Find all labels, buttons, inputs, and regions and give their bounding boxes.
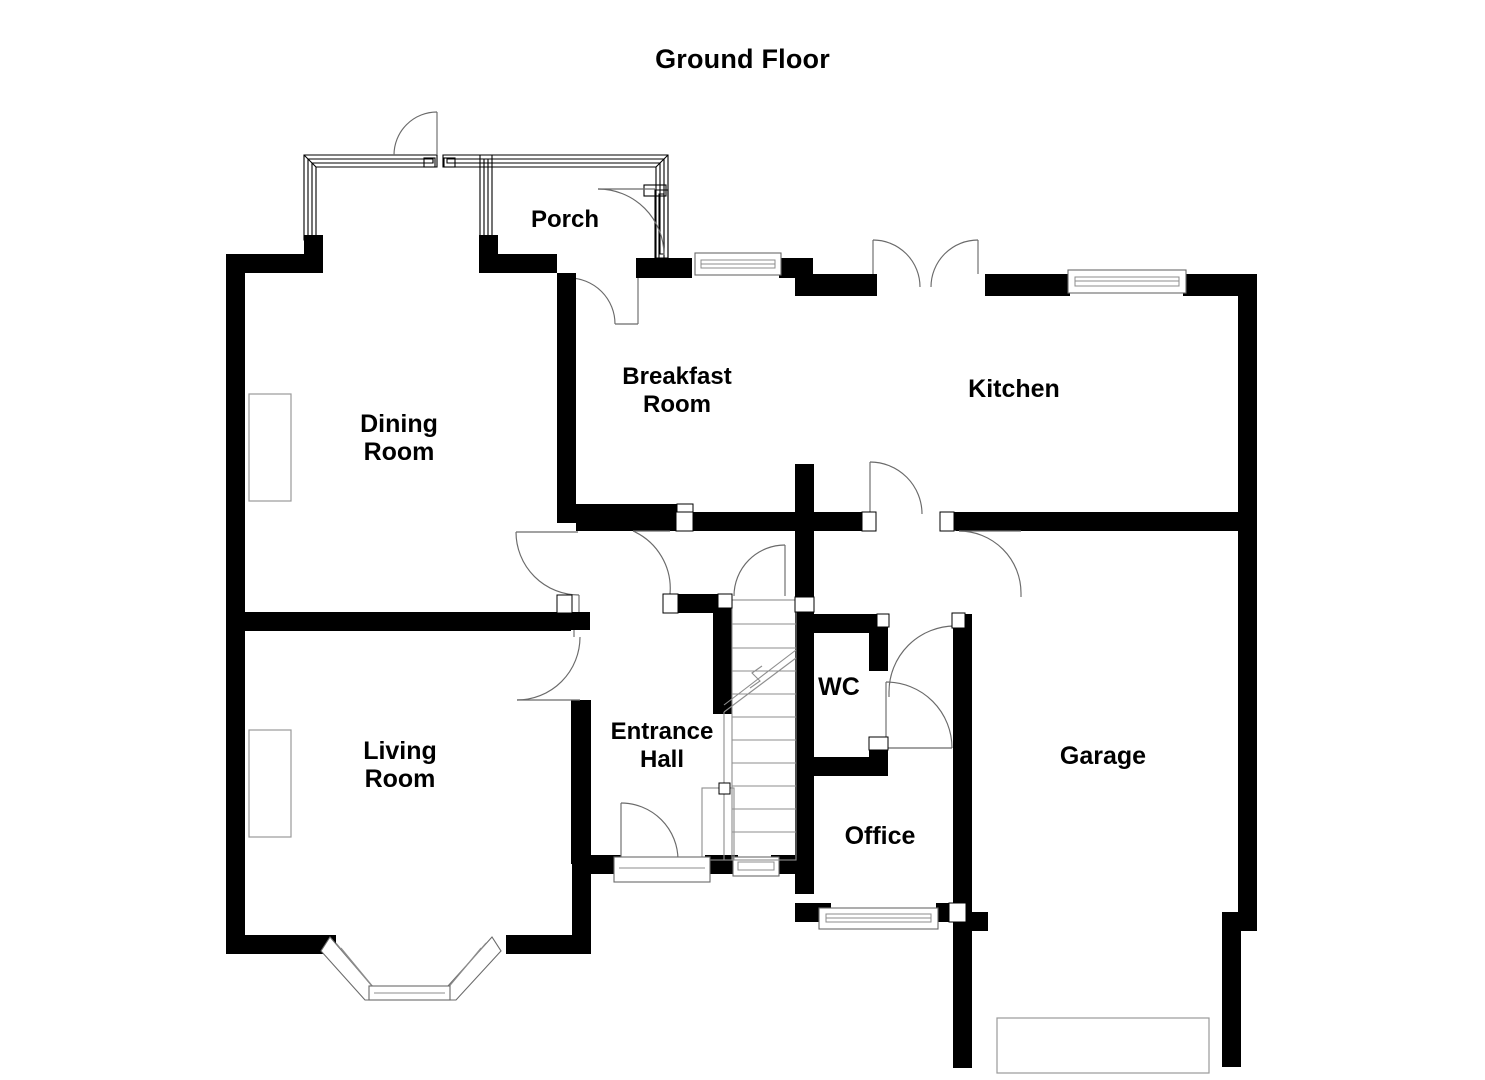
room-labels: Porch Dining Room Breakfast Room Kitchen…: [360, 206, 1146, 850]
kitchen-hall-door[interactable]: [869, 461, 923, 515]
room-label-entrance-hall-1: Entrance: [611, 718, 714, 745]
staircase: [701, 599, 797, 861]
porch-to-breakfast-door[interactable]: [568, 277, 639, 325]
living-room-bay-window: [320, 936, 502, 1001]
dining-room-door[interactable]: [515, 531, 580, 612]
office-door[interactable]: [888, 624, 957, 697]
room-label-breakfast-room-2: Room: [643, 391, 711, 418]
room-label-porch: Porch: [531, 206, 599, 233]
porch-inner-door[interactable]: [597, 188, 665, 256]
page-title: Ground Floor: [655, 44, 830, 74]
garage-door-internal[interactable]: [954, 530, 1022, 597]
living-room-door[interactable]: [516, 630, 581, 701]
room-label-living-room-2: Room: [365, 765, 436, 793]
kitchen-rear-window: [1067, 269, 1187, 294]
hall-rear-door[interactable]: [733, 544, 786, 597]
room-label-entrance-hall-2: Hall: [640, 746, 684, 773]
office-front-window: [818, 907, 939, 930]
room-label-wc: WC: [818, 673, 860, 701]
door-jambs: [556, 503, 967, 923]
outer-walls: [226, 254, 1257, 1067]
breakfast-room-window: [694, 252, 782, 276]
wc-door[interactable]: [885, 681, 953, 749]
room-label-living-room-1: Living: [363, 737, 437, 765]
room-label-dining-room-2: Room: [364, 438, 435, 466]
garage-door: [996, 1017, 1210, 1074]
entrance-hall-side-window: [732, 856, 780, 877]
room-label-garage: Garage: [1060, 742, 1146, 770]
dining-room-alcove: [248, 393, 292, 502]
room-label-dining-room-1: Dining: [360, 410, 438, 438]
room-label-office: Office: [845, 822, 916, 850]
internal-walls: [226, 273, 1243, 1068]
living-room-alcove: [248, 729, 292, 838]
room-label-kitchen: Kitchen: [968, 375, 1060, 403]
front-door[interactable]: [613, 802, 711, 883]
kitchen-french-doors[interactable]: [872, 239, 979, 288]
room-label-breakfast-room-1: Breakfast: [622, 363, 731, 390]
porch-glazing: [303, 154, 669, 267]
porch-outer-door[interactable]: [393, 111, 438, 156]
breakfast-room-door[interactable]: [632, 530, 671, 597]
